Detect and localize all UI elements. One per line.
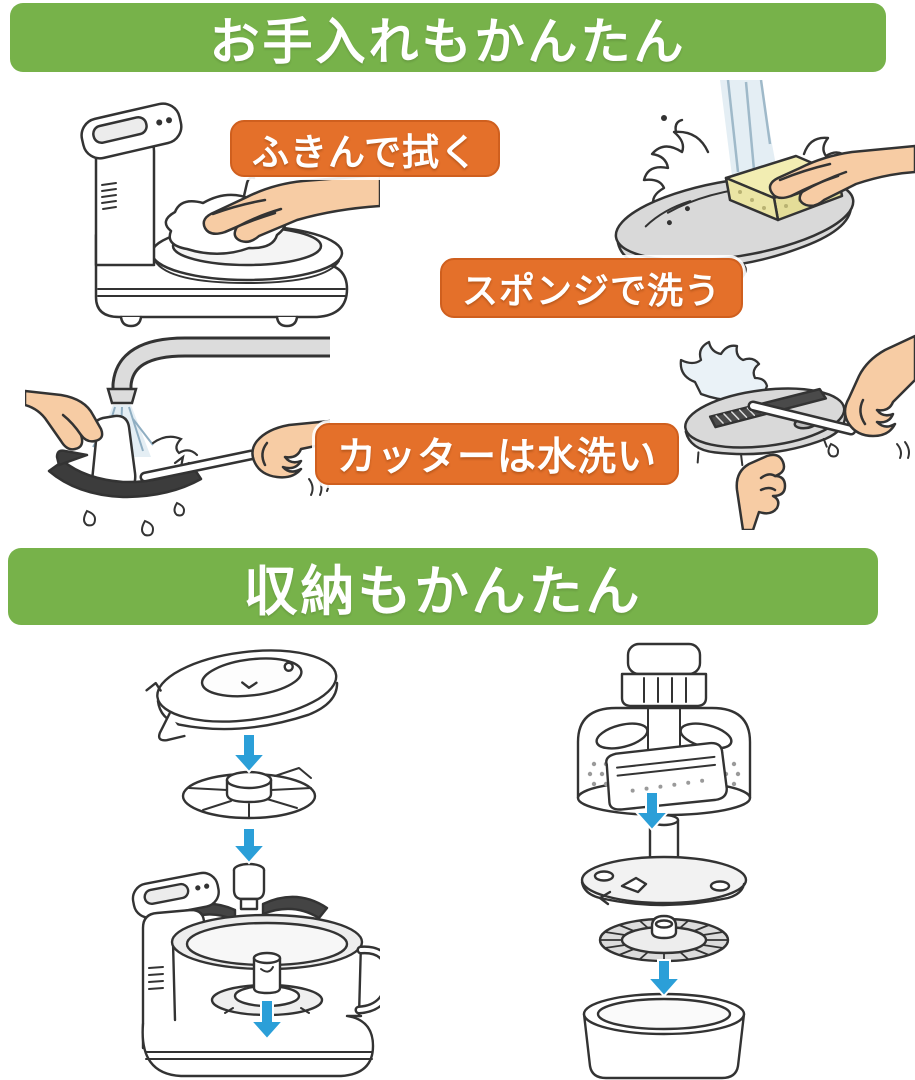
down-arrow-icon bbox=[230, 733, 268, 774]
down-arrow-icon bbox=[633, 791, 671, 832]
vent-lines bbox=[101, 182, 117, 210]
motion-marks bbox=[896, 441, 910, 459]
cup-part bbox=[582, 992, 746, 1080]
storage-section-banner: 収納もかんたん bbox=[8, 548, 878, 625]
down-arrow-icon bbox=[230, 827, 268, 865]
right-hand bbox=[251, 419, 330, 479]
chopping-blade-part bbox=[171, 862, 329, 924]
brush-slicing-disc-illustration bbox=[679, 334, 915, 530]
water-drop bbox=[827, 442, 840, 458]
down-arrow-icon bbox=[645, 959, 683, 998]
grater-tray-part bbox=[605, 741, 728, 811]
top-hand bbox=[843, 334, 915, 438]
water-drops bbox=[83, 501, 186, 537]
exploded-stack-left-illustration bbox=[131, 649, 380, 1078]
machine-with-bowl bbox=[131, 871, 380, 1078]
machine-head bbox=[80, 102, 183, 160]
care-label-wipe: ふきんで拭く bbox=[230, 120, 501, 177]
down-arrow-icon bbox=[248, 999, 286, 1041]
care-label-sponge: スポンジで洗う bbox=[440, 258, 744, 318]
foam-splash bbox=[679, 340, 769, 402]
gear-disc-part bbox=[598, 914, 730, 963]
left-hand bbox=[25, 389, 104, 451]
care-section-banner: お手入れもかんたん bbox=[10, 3, 886, 72]
faucet bbox=[106, 336, 330, 405]
center-pin bbox=[239, 176, 256, 211]
shaft-disc-part bbox=[580, 813, 748, 907]
wipe-body-with-cloth-illustration bbox=[80, 102, 380, 328]
care-label-cutter: カッターは水洗い bbox=[315, 423, 680, 485]
cutter-blade bbox=[47, 459, 203, 499]
sponge-hand bbox=[768, 144, 915, 208]
wiping-hand bbox=[202, 173, 380, 244]
lid-part bbox=[145, 649, 339, 742]
rinse-cutter-under-faucet-illustration bbox=[25, 336, 330, 537]
bottom-hand bbox=[735, 453, 787, 530]
exploded-stack-right-illustration bbox=[576, 642, 752, 1080]
spoke-disc-part bbox=[181, 767, 317, 820]
